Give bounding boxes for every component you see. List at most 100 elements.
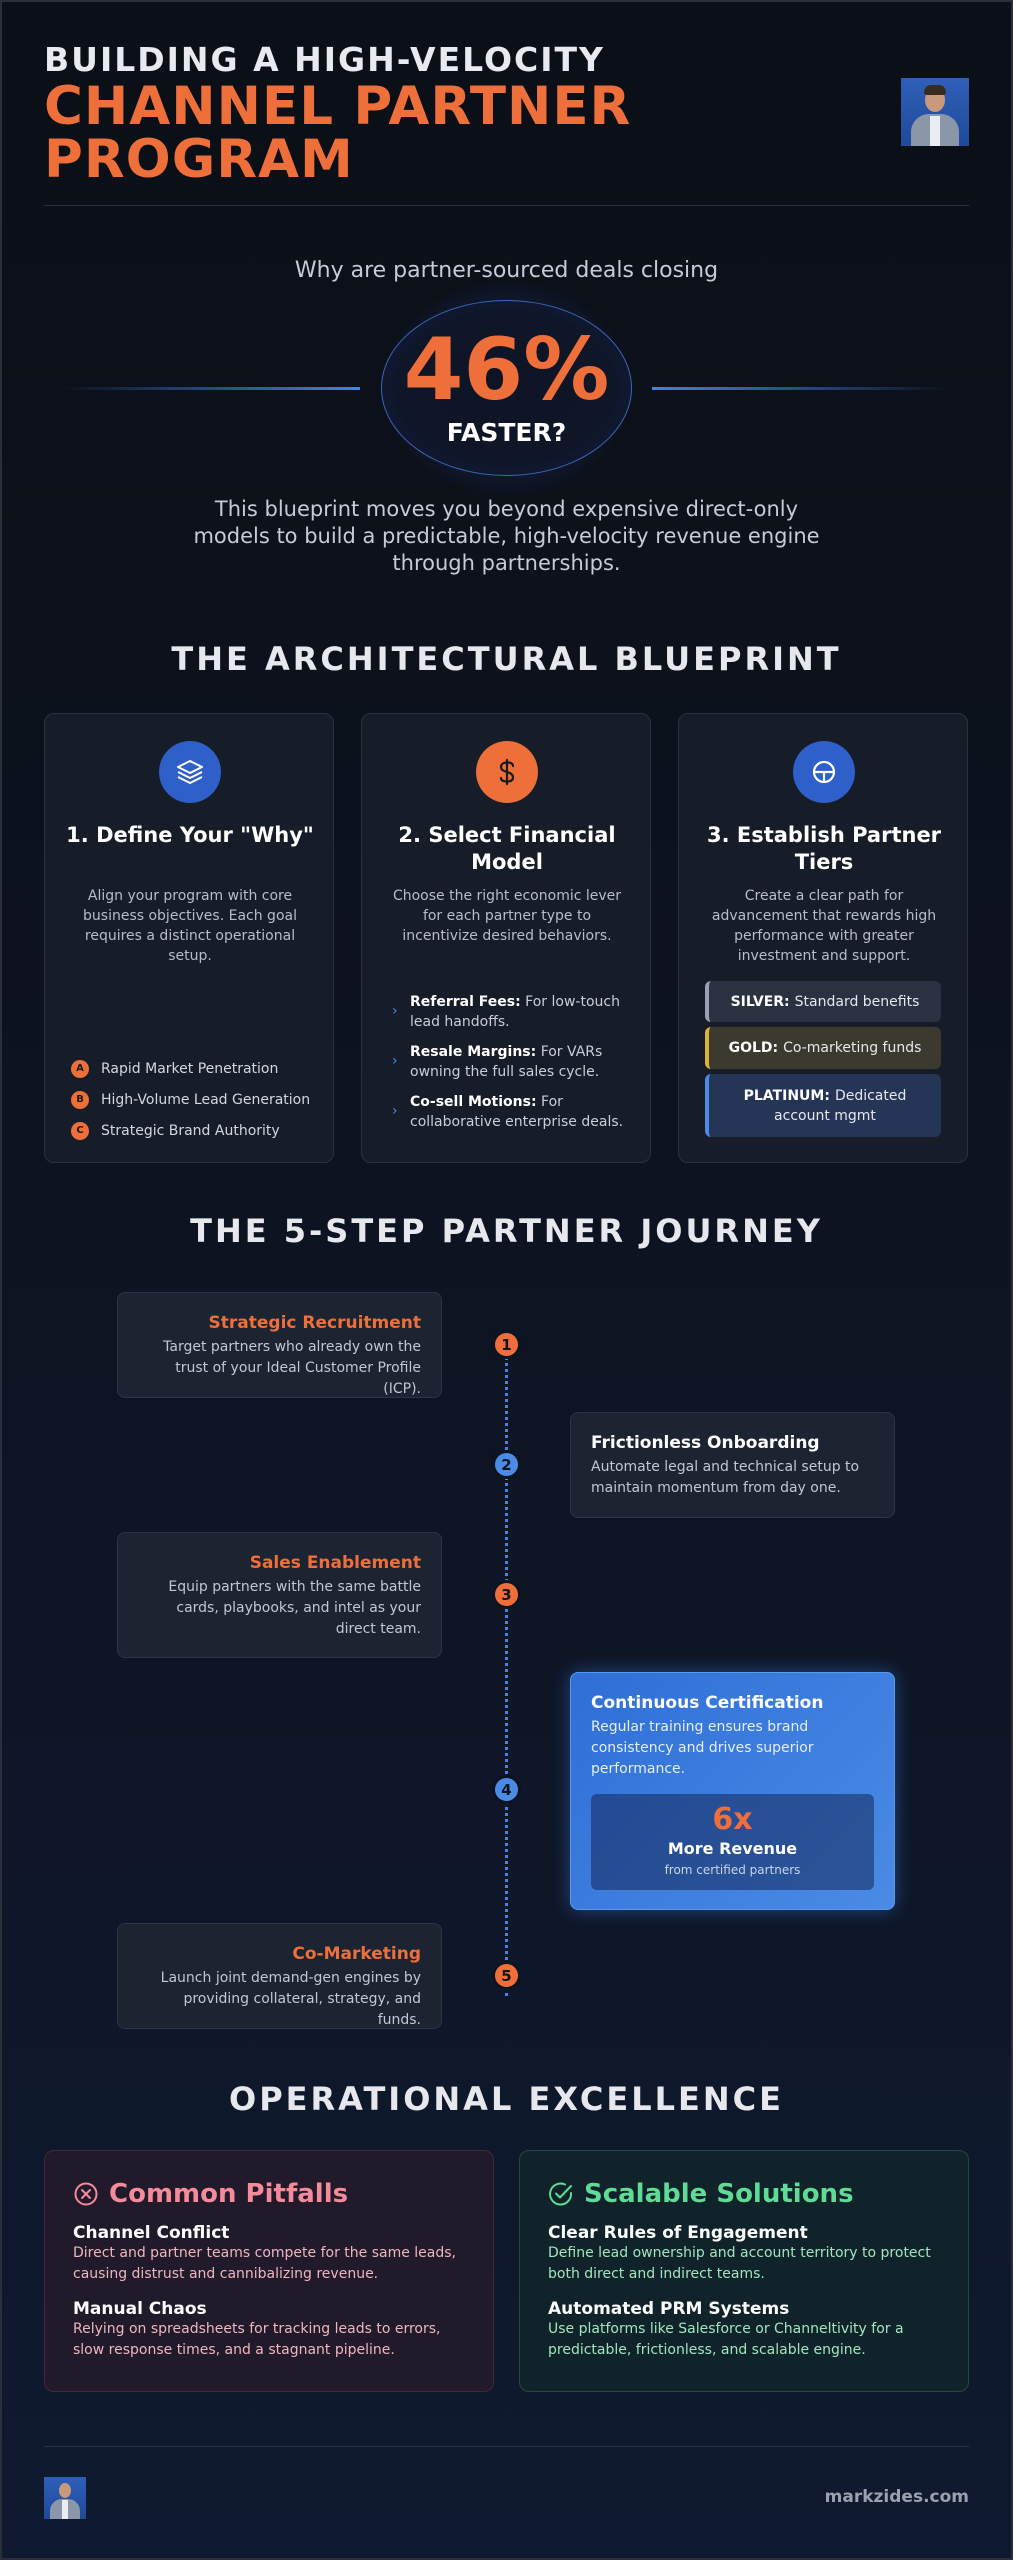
solution-title: Automated PRM Systems <box>548 2299 790 2319</box>
dollar-icon <box>476 741 538 803</box>
goal-item: A Rapid Market Penetration <box>71 1053 321 1084</box>
footer: markzides.com <box>44 2446 969 2526</box>
journey-card-comarketing: Co-Marketing Launch joint demand-gen eng… <box>117 1923 442 2029</box>
step-number-1: 1 <box>492 1330 521 1359</box>
header-kicker: BUILDING A HIGH-VELOCITY <box>44 40 605 79</box>
goal-list: A Rapid Market Penetration B High-Volume… <box>71 1053 321 1146</box>
stat-value: 6x <box>712 1802 753 1837</box>
operational-section-title: OPERATIONAL EXCELLENCE <box>229 2080 784 2118</box>
tier-text: Dedicated account mgmt <box>774 1087 907 1124</box>
solutions-header: Scalable Solutions <box>548 2179 940 2209</box>
header-title-line2: PROGRAM <box>44 129 354 190</box>
card-description: Create a clear path for advancement that… <box>711 888 937 964</box>
journey-section-title: THE 5-STEP PARTNER JOURNEY <box>190 1212 823 1250</box>
solutions-title: Scalable Solutions <box>584 2179 854 2209</box>
journey-card-text: Target partners who already own the trus… <box>163 1339 421 1397</box>
avatar-hair <box>924 85 946 95</box>
journey-timeline <box>505 1346 508 1996</box>
check-circle-icon <box>549 2182 573 2206</box>
journey-card-title: Strategic Recruitment <box>208 1313 421 1333</box>
chevron-right-icon: › <box>392 1053 398 1069</box>
author-avatar <box>901 78 969 146</box>
journey-card-certification: Continuous Certification Regular trainin… <box>570 1672 895 1910</box>
avatar-shirt <box>62 2500 68 2519</box>
card-title: 3. Establish Partner Tiers <box>706 823 942 874</box>
hero-stat: 46% <box>403 320 610 420</box>
header: BUILDING A HIGH-VELOCITY CHANNEL PARTNER… <box>44 40 969 206</box>
journey-card-enablement: Sales Enablement Equip partners with the… <box>117 1532 442 1658</box>
goal-item: B High-Volume Lead Generation <box>71 1084 321 1115</box>
avatar-shirt <box>930 116 940 146</box>
hero-line-right <box>652 387 952 390</box>
journey-card-title: Frictionless Onboarding <box>591 1433 820 1453</box>
goal-label: Rapid Market Penetration <box>101 1060 279 1077</box>
journey-card-title: Continuous Certification <box>591 1693 824 1713</box>
pitfall-title: Channel Conflict <box>73 2223 230 2243</box>
hero-line-left <box>60 387 360 390</box>
pitfall-text: Direct and partner teams compete for the… <box>73 2245 456 2282</box>
solution-text: Use platforms like Salesforce or Channel… <box>548 2321 904 2358</box>
pitfalls-header: Common Pitfalls <box>73 2179 465 2209</box>
pitfall-title: Manual Chaos <box>73 2299 207 2319</box>
model-name: Resale Margins: <box>410 1044 537 1060</box>
tier-text: Standard benefits <box>794 993 920 1010</box>
journey-card-text: Regular training ensures brand consisten… <box>591 1719 814 1777</box>
financial-model-item: › Co-sell Motions: For collaborative ent… <box>390 1092 640 1142</box>
journey-card-text: Automate legal and technical setup to ma… <box>591 1459 860 1496</box>
pitfall-text: Relying on spreadsheets for tracking lea… <box>73 2321 441 2358</box>
goal-badge: C <box>71 1121 89 1140</box>
solution-title: Clear Rules of Engagement <box>548 2223 808 2243</box>
journey-card-text: Launch joint demand-gen engines by provi… <box>160 1970 421 2028</box>
card-description: Align your program with core business ob… <box>83 888 297 964</box>
card-description: Choose the right economic lever for each… <box>392 888 622 944</box>
header-title-line1: CHANNEL PARTNER <box>44 76 632 137</box>
chevron-right-icon: › <box>392 1103 398 1119</box>
goal-label: Strategic Brand Authority <box>101 1122 280 1139</box>
step-number-2: 2 <box>492 1450 521 1479</box>
journey-card-text: Equip partners with the same battle card… <box>168 1579 421 1637</box>
tier-name: PLATINUM: <box>743 1087 830 1104</box>
model-text: For VARs owning the full sales cycle. <box>410 1044 603 1080</box>
card-title: 1. Define Your "Why" <box>66 823 314 847</box>
financial-model-list: › Referral Fees: For low-touch lead hand… <box>390 992 640 1142</box>
journey-card-title: Sales Enablement <box>249 1553 421 1573</box>
blueprint-card-why: 1. Define Your "Why" Align your program … <box>44 713 334 1163</box>
author-avatar-small <box>44 2477 86 2519</box>
hero-stat-label: FASTER? <box>446 418 567 447</box>
stat-label: More Revenue <box>667 1839 798 1858</box>
steering-icon <box>793 741 855 803</box>
financial-model-item: › Referral Fees: For low-touch lead hand… <box>390 992 640 1042</box>
step-number-4: 4 <box>492 1775 521 1804</box>
financial-model-item: › Resale Margins: For VARs owning the fu… <box>390 1042 640 1092</box>
tier-silver: SILVER:Standard benefits <box>705 981 941 1022</box>
tier-name: GOLD: <box>728 1040 779 1056</box>
hero-question: Why are partner-sourced deals closing <box>294 258 719 283</box>
tier-text: Co-marketing funds <box>783 1040 922 1056</box>
pitfalls-title: Common Pitfalls <box>109 2179 349 2209</box>
layers-icon <box>159 741 221 803</box>
blueprint-card-financial: 2. Select Financial Model Choose the rig… <box>361 713 651 1163</box>
hero-description: This blueprint moves you beyond expensiv… <box>193 497 820 575</box>
tier-platinum: PLATINUM:Dedicated account mgmt <box>705 1074 941 1137</box>
pitfalls-card: Common Pitfalls Channel Conflict Direct … <box>44 2150 494 2392</box>
certification-stat-box: 6x More Revenue from certified partners <box>591 1794 874 1890</box>
stat-subtitle: from certified partners <box>664 1863 801 1877</box>
x-circle-icon <box>74 2182 98 2206</box>
model-name: Referral Fees: <box>410 994 521 1010</box>
journey-card-title: Co-Marketing <box>292 1944 421 1964</box>
goal-badge: A <box>71 1059 89 1078</box>
blueprint-card-tiers: 3. Establish Partner Tiers Create a clea… <box>678 713 968 1163</box>
model-text: For collaborative enterprise deals. <box>410 1094 624 1130</box>
solution-text: Define lead ownership and account territ… <box>548 2245 931 2282</box>
hero-ring <box>381 300 632 476</box>
step-number-3: 3 <box>492 1580 521 1609</box>
goal-badge: B <box>71 1090 89 1109</box>
tier-name: SILVER: <box>730 993 790 1010</box>
brand-link[interactable]: markzides.com <box>824 2487 969 2507</box>
model-text: For low-touch lead handoffs. <box>410 994 620 1030</box>
goal-item: C Strategic Brand Authority <box>71 1115 321 1146</box>
avatar-head <box>59 2483 71 2498</box>
goal-label: High-Volume Lead Generation <box>101 1091 311 1108</box>
journey-card-onboarding: Frictionless Onboarding Automate legal a… <box>570 1412 895 1518</box>
tier-gold: GOLD:Co-marketing funds <box>705 1027 941 1069</box>
